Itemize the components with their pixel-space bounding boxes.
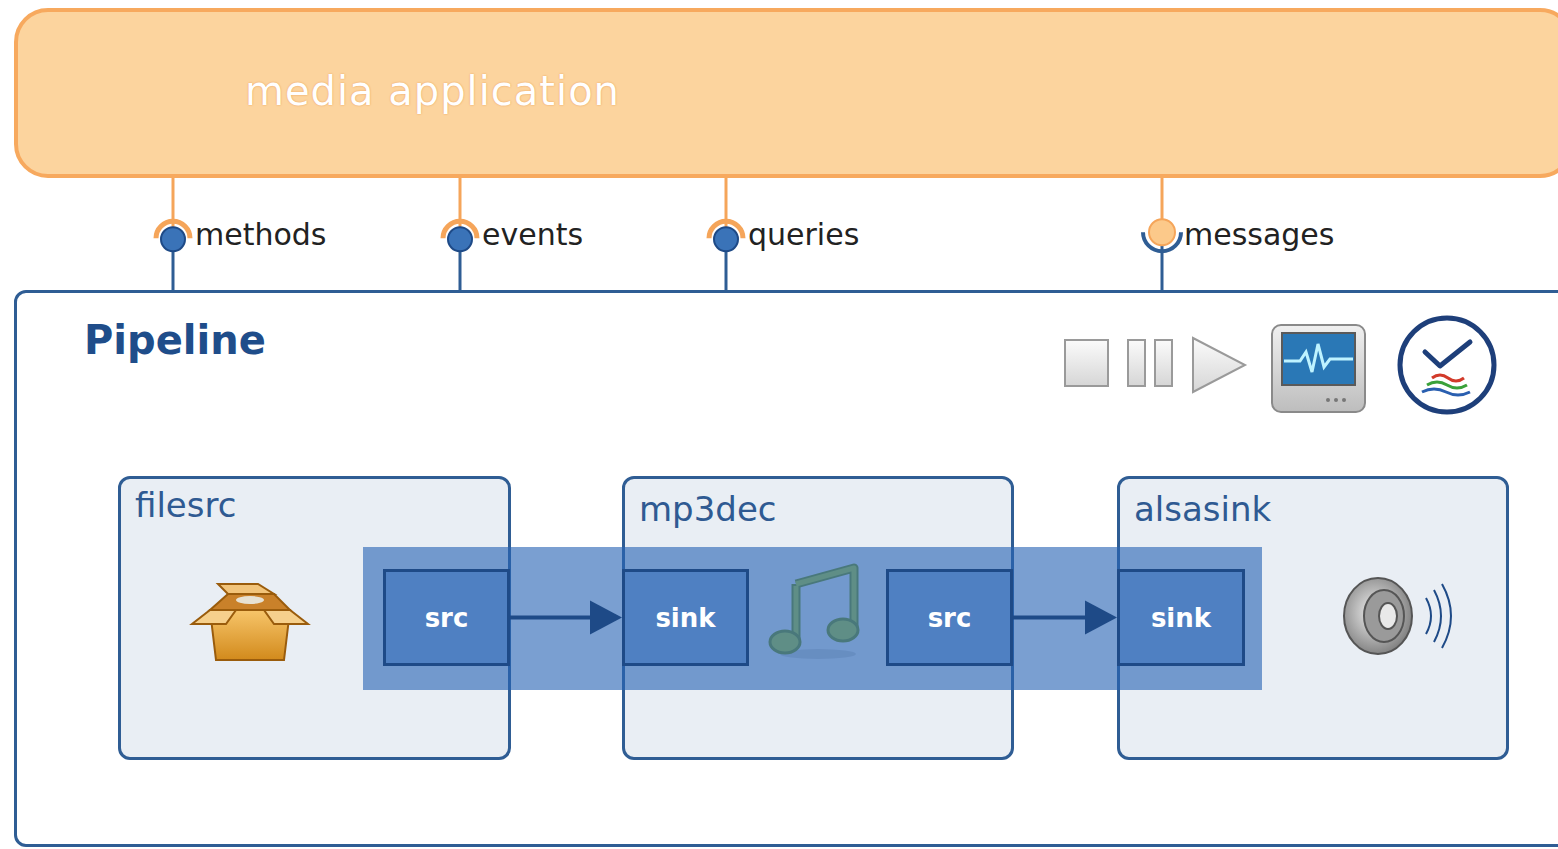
pad-box: src — [886, 569, 1013, 666]
pad-name: src — [425, 603, 469, 633]
interface-connector — [156, 178, 190, 290]
pad-box: sink — [1117, 569, 1245, 666]
pipeline-container: Pipeline filesrc src mp3dec sink src alsasi… — [14, 290, 1558, 847]
interface-connector — [1143, 178, 1181, 290]
interface-label: queries — [748, 217, 859, 252]
application-panel: media application — [14, 8, 1558, 178]
element-name: mp3dec — [639, 489, 777, 529]
pipeline-title: Pipeline — [84, 317, 266, 363]
flow-arrow — [1013, 601, 1117, 635]
interface-connector — [443, 178, 477, 290]
application-title: media application — [245, 68, 620, 114]
interface-label: methods — [195, 217, 326, 252]
file-box-icon — [188, 580, 313, 670]
flow-arrow — [510, 601, 622, 635]
element-name: filesrc — [135, 485, 236, 525]
interface-label: messages — [1184, 217, 1334, 252]
pad-box: src — [383, 569, 510, 666]
element-name: alsasink — [1134, 489, 1271, 529]
pad-name: sink — [655, 603, 715, 633]
pipeline-icons — [1060, 312, 1510, 422]
interface-connector — [709, 178, 743, 290]
interface-label: events — [482, 217, 583, 252]
element-box: alsasink sink — [1117, 476, 1509, 760]
pad-name: sink — [1151, 603, 1211, 633]
pad-name: src — [928, 603, 972, 633]
pad-box: sink — [622, 569, 749, 666]
speaker-icon — [1338, 572, 1463, 662]
element-box: filesrc src — [118, 476, 511, 760]
